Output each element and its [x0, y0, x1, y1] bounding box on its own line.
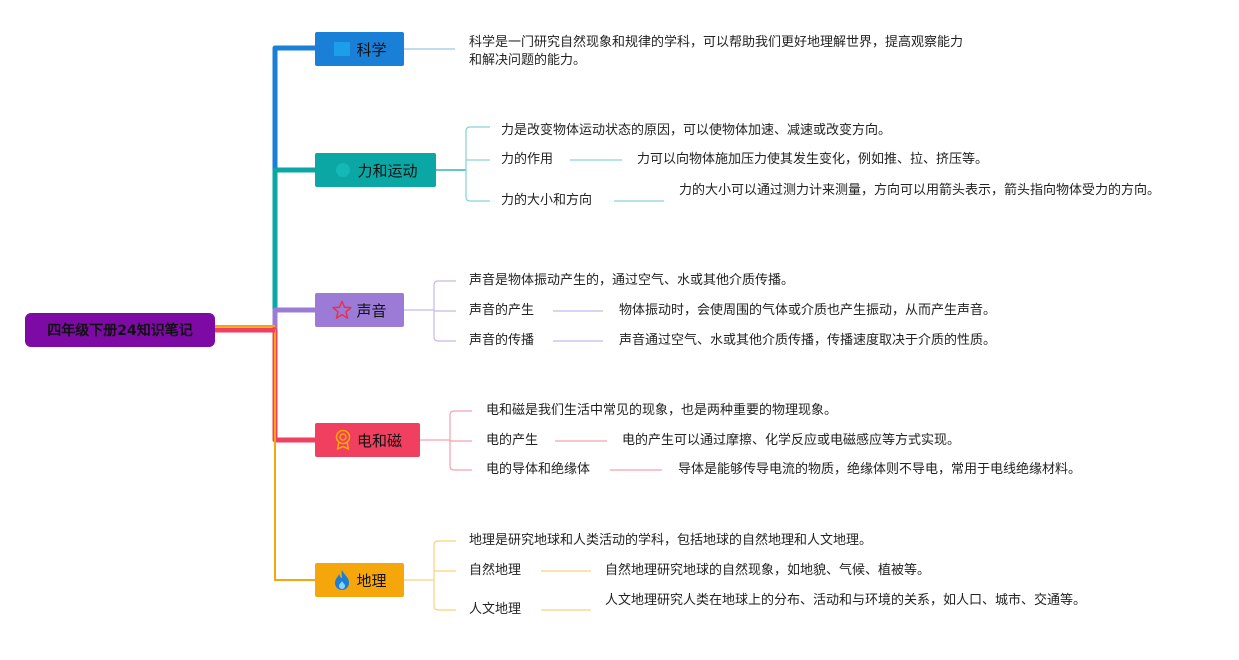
note-dili-ziran: 自然地理研究地球的自然现象，如地貌、气候、植被等。 — [605, 563, 931, 578]
note-dian-chansheng: 电的产生可以通过摩擦、化学反应或电磁感应等方式实现。 — [622, 433, 961, 448]
subtopic-li-zuoyong: 力的作用 — [501, 152, 554, 167]
branch-connectors — [404, 48, 664, 611]
note-shengyin-chuanbo: 声音通过空气、水或其他介质传播，传播速度取决于介质的性质。 — [619, 333, 997, 348]
subtopic-dian-chansheng: 电的产生 — [486, 433, 539, 448]
trunk-kexue — [215, 45, 316, 333]
medal-icon — [333, 429, 353, 450]
circle-icon — [333, 160, 353, 180]
branch-node-li[interactable]: 力和运动 — [315, 153, 436, 187]
trunk-dili — [215, 329, 316, 581]
note-li-zuoyong: 力可以向物体施加压力使其发生变化，例如推、拉、挤压等。 — [637, 152, 989, 167]
note-li-daxiao: 力的大小可以通过测力计来测量，方向可以用箭头表示，箭头指向物体受力的方向。 — [679, 183, 1161, 198]
note-shengyin-chansheng: 物体振动时，会使周围的气体或介质也产生振动，从而产生声音。 — [619, 303, 997, 318]
trunk-connectors — [215, 45, 316, 581]
branch-label: 科学 — [356, 40, 387, 59]
subtopic-dili-renwen: 人文地理 — [469, 602, 522, 617]
branch-node-kexue[interactable]: 科学 — [315, 32, 404, 66]
subtopic-shengyin-chuanbo: 声音的传播 — [469, 333, 535, 348]
branch-label: 地理 — [356, 571, 387, 590]
note-kexue: 科学是一门研究自然现象和规律的学科，可以帮助我们更好地理解世界，提高观察能力和解… — [469, 35, 964, 68]
note-dili-renwen: 人文地理研究人类在地球上的分布、活动和与环境的关系，如人口、城市、交通等。 — [605, 593, 1087, 608]
trunk-li — [215, 167, 316, 333]
subtopic-shengyin-chansheng: 声音的产生 — [469, 303, 535, 318]
root-title: 四年级下册24知识笔记 — [47, 323, 193, 339]
subtopic-dili-ziran: 自然地理 — [469, 563, 522, 578]
branch-node-dili[interactable]: 地理 — [315, 563, 404, 597]
subtopic-dian-daoti: 电的导体和绝缘体 — [486, 462, 591, 477]
branch-label: 电和磁 — [356, 431, 402, 450]
branch-node-dian[interactable]: 电和磁 — [315, 423, 420, 457]
note-dian-daoti: 导体是能够传导电流的物质，绝缘体则不导电，常用于电线绝缘材料。 — [678, 462, 1082, 477]
root-node[interactable]: 四年级下册24知识笔记 — [25, 313, 215, 347]
note-dili-intro: 地理是研究地球和人类活动的学科，包括地球的自然地理和人文地理。 — [469, 533, 873, 548]
branch-label: 力和运动 — [357, 161, 418, 180]
note-dian-intro: 电和磁是我们生活中常见的现象，也是两种重要的物理现象。 — [486, 403, 838, 418]
star-icon — [332, 300, 353, 320]
trunk-dian — [215, 327, 316, 443]
note-shengyin-intro: 声音是物体振动产生的，通过空气、水或其他介质传播。 — [469, 273, 795, 288]
subtopic-li-daxiao: 力的大小和方向 — [501, 193, 593, 208]
branch-node-shengyin[interactable]: 声音 — [315, 293, 404, 327]
branch-label: 声音 — [356, 301, 387, 320]
flame-icon — [332, 570, 352, 590]
note-li-intro: 力是改变物体运动状态的原因，可以使物体加速、减速或改变方向。 — [501, 123, 892, 138]
square-icon — [332, 39, 352, 59]
